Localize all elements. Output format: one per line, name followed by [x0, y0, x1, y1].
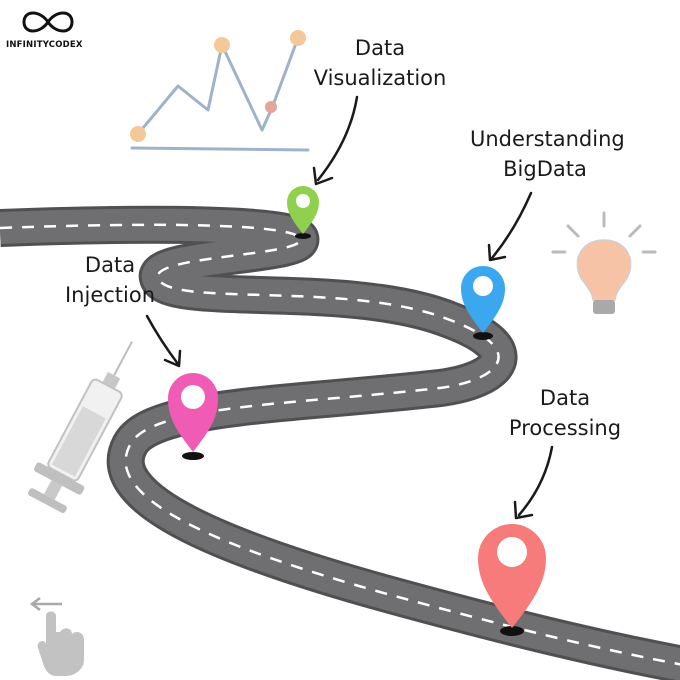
swipe-hand-icon [29, 597, 84, 676]
lightbulb-icon [551, 211, 657, 314]
arrow-visualization [316, 95, 359, 182]
arrows [145, 95, 554, 520]
milestone-title-line1: Data [539, 386, 591, 410]
milestone-title-line2: BigData [503, 157, 587, 181]
arrow-bigdata [490, 191, 533, 260]
milestone-title-line1: Data [84, 253, 136, 277]
map-pin-injection [168, 373, 218, 460]
milestone-label-bigdata: Understanding BigData [470, 124, 625, 184]
brand-name: INFINITYCODEX [6, 40, 83, 50]
winding-road [0, 205, 680, 680]
arrow-processing [517, 445, 554, 517]
line-chart-icon [130, 30, 310, 152]
syringe-icon [28, 341, 133, 513]
map-pin-processing [478, 524, 546, 636]
map-pin-bigdata [461, 266, 505, 340]
milestone-title-line2: Visualization [313, 66, 447, 90]
map-pin-visualization [287, 186, 319, 239]
milestone-title-line2: Injection [64, 283, 156, 307]
milestone-title-line1: Data [354, 36, 406, 60]
milestone-title-line1: Understanding [470, 127, 625, 151]
milestone-label-processing: Data Processing [495, 383, 635, 443]
milestone-label-visualization: Data Visualization [305, 33, 455, 93]
milestone-label-injection: Data Injection [50, 250, 170, 310]
milestone-title-line2: Processing [508, 416, 622, 440]
infinity-logo-icon [22, 11, 74, 33]
arrow-injection [145, 314, 180, 366]
